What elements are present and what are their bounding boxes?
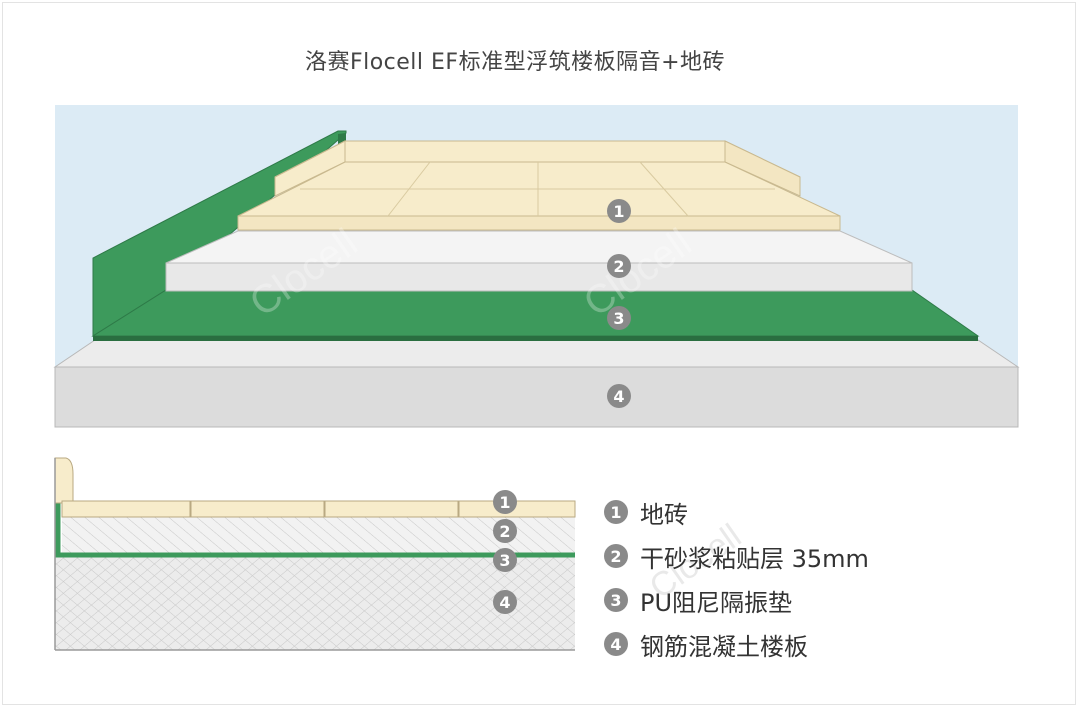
layer-dry-mortar [165,230,913,292]
marker-section-1-label: 1 [499,493,510,512]
legend-label-pu-pad: PU阻尼隔振垫 [640,588,793,617]
marker-3d-3: 3 [607,306,631,330]
section-skirting [54,457,74,504]
diagram-title: 洛赛Flocell EF标准型浮筑楼板隔音+地砖 [304,50,726,75]
legend-number-3: 3 [604,588,628,612]
legend-number-1: 1 [604,500,628,524]
marker-3d-1: 1 [607,199,631,223]
layer-floor-tiles [237,140,841,231]
marker-3d-4: 4 [607,384,631,408]
legend-number-4: 4 [604,632,628,656]
marker-section-3-label: 3 [499,551,510,570]
legend-item-pu-pad: 3 PU阻尼隔振垫 [604,578,869,622]
marker-3d-2-label: 2 [613,257,624,276]
marker-section-2: 2 [493,519,517,543]
marker-3d-1-label: 1 [613,202,624,221]
section-tiles [61,500,576,518]
legend-item-mortar: 2 干砂浆粘贴层 35mm [604,534,869,578]
legend-label-tile: 地砖 [640,500,688,529]
layer-concrete-slab [53,339,1020,428]
marker-3d-2: 2 [607,254,631,278]
legend-label-mortar: 干砂浆粘贴层 35mm [640,544,869,573]
marker-3d-3-label: 3 [613,309,624,328]
marker-section-3: 3 [493,548,517,572]
legend: 1 地砖 2 干砂浆粘贴层 35mm 3 PU阻尼隔振垫 4 钢筋混凝土楼板 [604,490,869,666]
cross-section: 1 2 3 4 [54,457,576,651]
marker-section-4-label: 4 [499,593,510,612]
legend-item-concrete: 4 钢筋混凝土楼板 [604,622,869,666]
marker-section-2-label: 2 [499,522,510,541]
legend-label-concrete: 钢筋混凝土楼板 [640,632,808,661]
marker-section-4: 4 [493,590,517,614]
legend-number-2: 2 [604,544,628,568]
marker-3d-4-label: 4 [613,387,624,406]
legend-item-tile: 1 地砖 [604,490,869,534]
marker-section-1: 1 [493,490,517,514]
section-pu-pad [55,503,575,558]
